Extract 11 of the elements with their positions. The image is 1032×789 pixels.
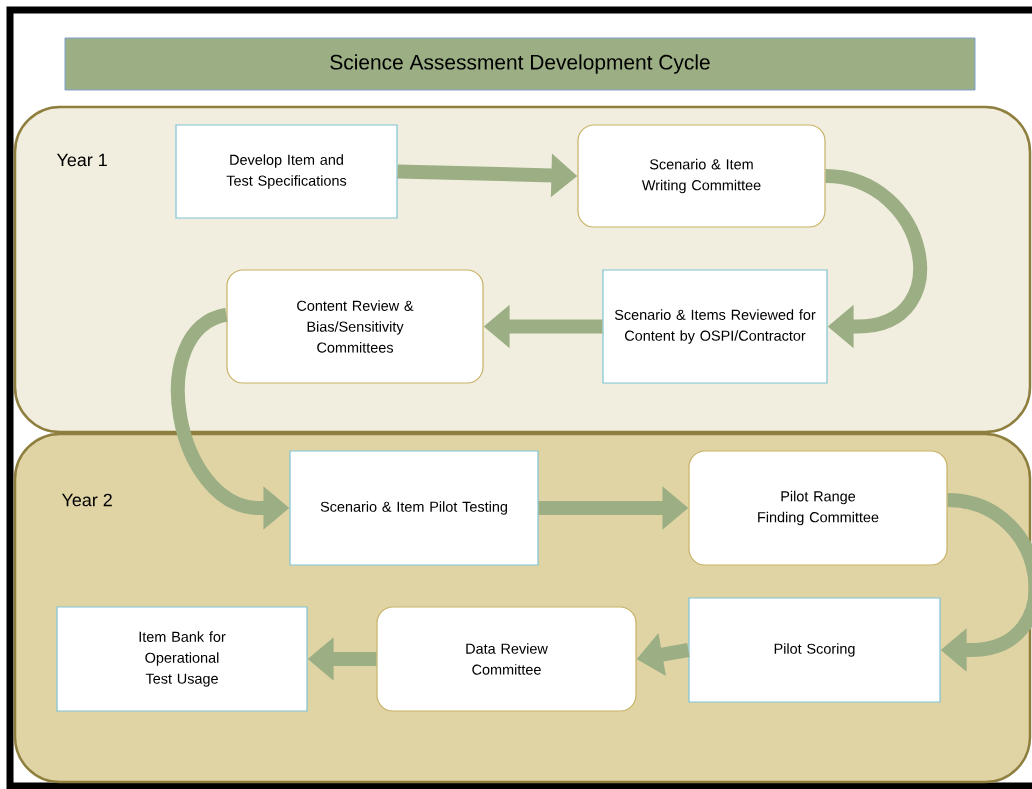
step-box: Pilot Scoring — [688, 597, 941, 703]
step-box: Content Review & Bias/Sensitivity Committees — [226, 269, 484, 384]
block-arrow — [824, 169, 927, 349]
step-box: Pilot Range Finding Committee — [688, 450, 948, 566]
step-box: Scenario & Items Reviewed for Content by OSPI/Contractor — [602, 269, 828, 384]
step-box: Develop Item and Test Specifications — [175, 124, 398, 219]
step-box: Item Bank for Operational Test Usage — [56, 606, 308, 712]
step-box: Scenario & Item Writing Committee — [577, 124, 826, 228]
step-box: Scenario & Item Pilot Testing — [289, 450, 539, 566]
step-box: Data Review Committee — [376, 606, 637, 712]
title-banner: Science Assessment Development Cycle — [64, 37, 976, 91]
